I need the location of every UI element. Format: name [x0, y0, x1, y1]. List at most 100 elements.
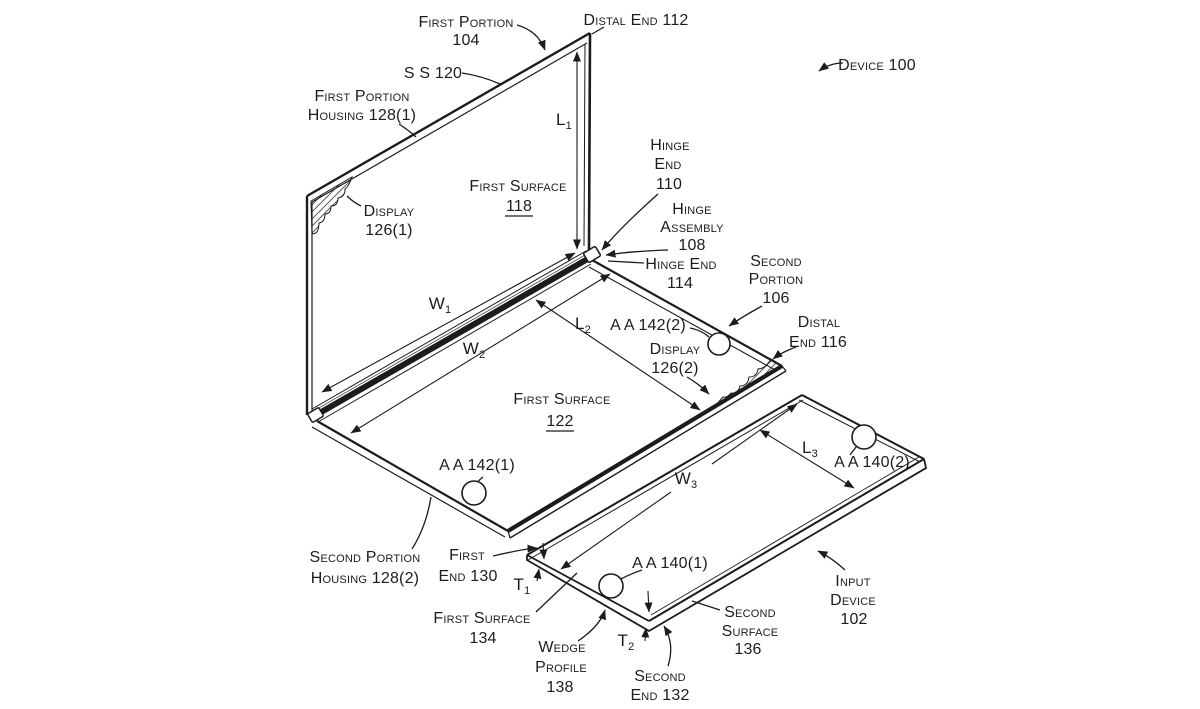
label-second-portion-106-l2: Portion [749, 271, 804, 288]
label-wedge-profile-138-l3: 138 [546, 679, 573, 696]
dim-label-l1: L1 [556, 110, 572, 132]
leader-hinge-end-110 [601, 193, 659, 251]
dim-label-t1: T1 [514, 575, 531, 597]
keyboard-front-edge [648, 458, 925, 622]
dim-t2-arrow-down [644, 590, 653, 613]
leader-aa-140-1 [620, 569, 643, 580]
label-first-end-130-l1: First [449, 547, 485, 564]
label-hinge-assembly-108-l1: Hinge [672, 201, 711, 218]
display-126-1-hatch [310, 175, 353, 235]
dim-w3-line-a [560, 491, 672, 570]
hinge-end-block-left [307, 407, 324, 423]
fold-band-outline-top [311, 250, 587, 410]
label-hinge-end-114-l1: Hinge End [645, 256, 716, 273]
leader-hinge-assembly-108 [605, 249, 669, 258]
section-circle-140-2 [851, 424, 877, 450]
leader-aa-140-2 [849, 446, 857, 456]
second-portion-far-corner-join [507, 365, 787, 539]
dim-l2-line [535, 299, 701, 411]
label-first-portion-housing: First Portion [314, 88, 409, 105]
label-second-portion-106-l3: 106 [762, 290, 789, 307]
leader-housing-128-1 [398, 123, 417, 138]
label-ss-120: S S 120 [404, 65, 462, 82]
label-second-portion-housing-l2: Housing 128(2) [311, 570, 419, 587]
dim-t2-arrow-up [641, 627, 650, 642]
label-second-end-132-l1: Second [634, 668, 686, 685]
leader-display-126-2 [686, 376, 710, 395]
label-hinge-end-110-l2: End [654, 156, 681, 173]
label-second-portion-106-l1: Second [750, 253, 802, 270]
leader-hinge-end-114 [607, 260, 645, 264]
label-first-surface-122: First Surface [513, 391, 610, 408]
label-display-126-1: Display [364, 203, 415, 220]
label-first-portion-housing-num: Housing 128(1) [308, 107, 416, 124]
label-aa-142-1: A A 142(1) [439, 457, 515, 474]
first-portion-panel [305, 31, 592, 416]
label-first-surface-134-l2: 134 [469, 630, 496, 647]
dim-t1-arrow-down [539, 542, 548, 560]
keyboard-near-edge [526, 554, 650, 622]
first-portion-right-edge-inner [583, 43, 586, 247]
label-hinge-end-110-l1: Hinge [650, 137, 689, 154]
first-portion-top-edge [306, 31, 591, 198]
leader-wedge-138 [577, 609, 606, 642]
dim-w1-line [321, 252, 576, 393]
section-circle-140-1 [598, 573, 624, 599]
leader-first-portion [516, 24, 546, 51]
dim-label-w3: W3 [675, 469, 698, 491]
label-second-surface-136-l3: 136 [734, 641, 761, 658]
dimension-labels: L1 W1 W2 L2 W3 L3 T1 T2 [429, 110, 818, 653]
dim-label-t2: T2 [618, 631, 635, 653]
label-display-126-2-l1: Display [650, 341, 701, 358]
hinge-end-block-right [582, 245, 602, 264]
label-hinge-assembly-108-l2: Assembly [660, 219, 724, 236]
label-hinge-assembly-108-l3: 108 [678, 237, 705, 254]
leader-second-end-132 [663, 625, 673, 667]
leader-aa-142-2 [689, 327, 710, 338]
section-circles [461, 332, 877, 599]
leader-lines [346, 24, 857, 667]
fold-band-gap [312, 253, 589, 414]
first-portion-right-edge [587, 32, 592, 251]
dim-label-w1: W1 [429, 294, 452, 316]
label-distal-end-116-l1: Distal [798, 314, 841, 331]
second-portion-far-housing [509, 370, 787, 539]
labels: First Portion 104 Distal End 112 S S 120… [308, 12, 916, 704]
label-input-device-102-l3: 102 [840, 611, 867, 628]
dim-t1-arrow-up [533, 568, 542, 582]
display-126-2-hatch [715, 358, 783, 407]
label-hinge-end-114-l2: 114 [667, 275, 693, 292]
dim-w3-line-b [711, 403, 798, 465]
label-first-surface-118-num: 118 [506, 198, 532, 215]
keyboard-back-edge-inner [527, 399, 804, 561]
leader-first-end-130 [492, 544, 538, 557]
label-first-portion: First Portion [418, 14, 513, 31]
first-portion-top-edge-inner [311, 42, 588, 203]
label-aa-140-2: A A 140(2) [834, 454, 910, 471]
leader-device-100 [818, 62, 844, 72]
label-aa-142-2: A A 142(2) [610, 317, 686, 334]
label-first-surface-118: First Surface [469, 178, 566, 195]
leader-second-portion-106 [728, 305, 763, 327]
leader-ss-120 [461, 72, 501, 85]
dimension-lines [321, 51, 855, 642]
label-underlines [505, 215, 574, 432]
label-second-surface-136-l2: Surface [722, 623, 779, 640]
label-second-surface-136-l1: Second [724, 604, 776, 621]
label-first-portion-num: 104 [452, 32, 479, 49]
label-input-device-102-l2: Device [830, 592, 876, 609]
leader-distal-116 [772, 346, 797, 360]
label-device-100: Device 100 [838, 57, 916, 74]
dim-label-l3: L3 [802, 438, 818, 460]
keyboard-back-edge [526, 394, 803, 556]
leader-distal-112 [591, 26, 605, 35]
label-wedge-profile-138-l1: Wedge [538, 639, 585, 656]
label-second-portion-housing-l1: Second Portion [310, 549, 421, 566]
second-portion-near-housing [311, 426, 506, 538]
label-display-126-2-l2: 126(2) [651, 360, 698, 377]
section-circle-142-1 [461, 480, 487, 506]
hinge-assembly [307, 245, 602, 423]
dim-label-w2: W2 [463, 339, 486, 361]
